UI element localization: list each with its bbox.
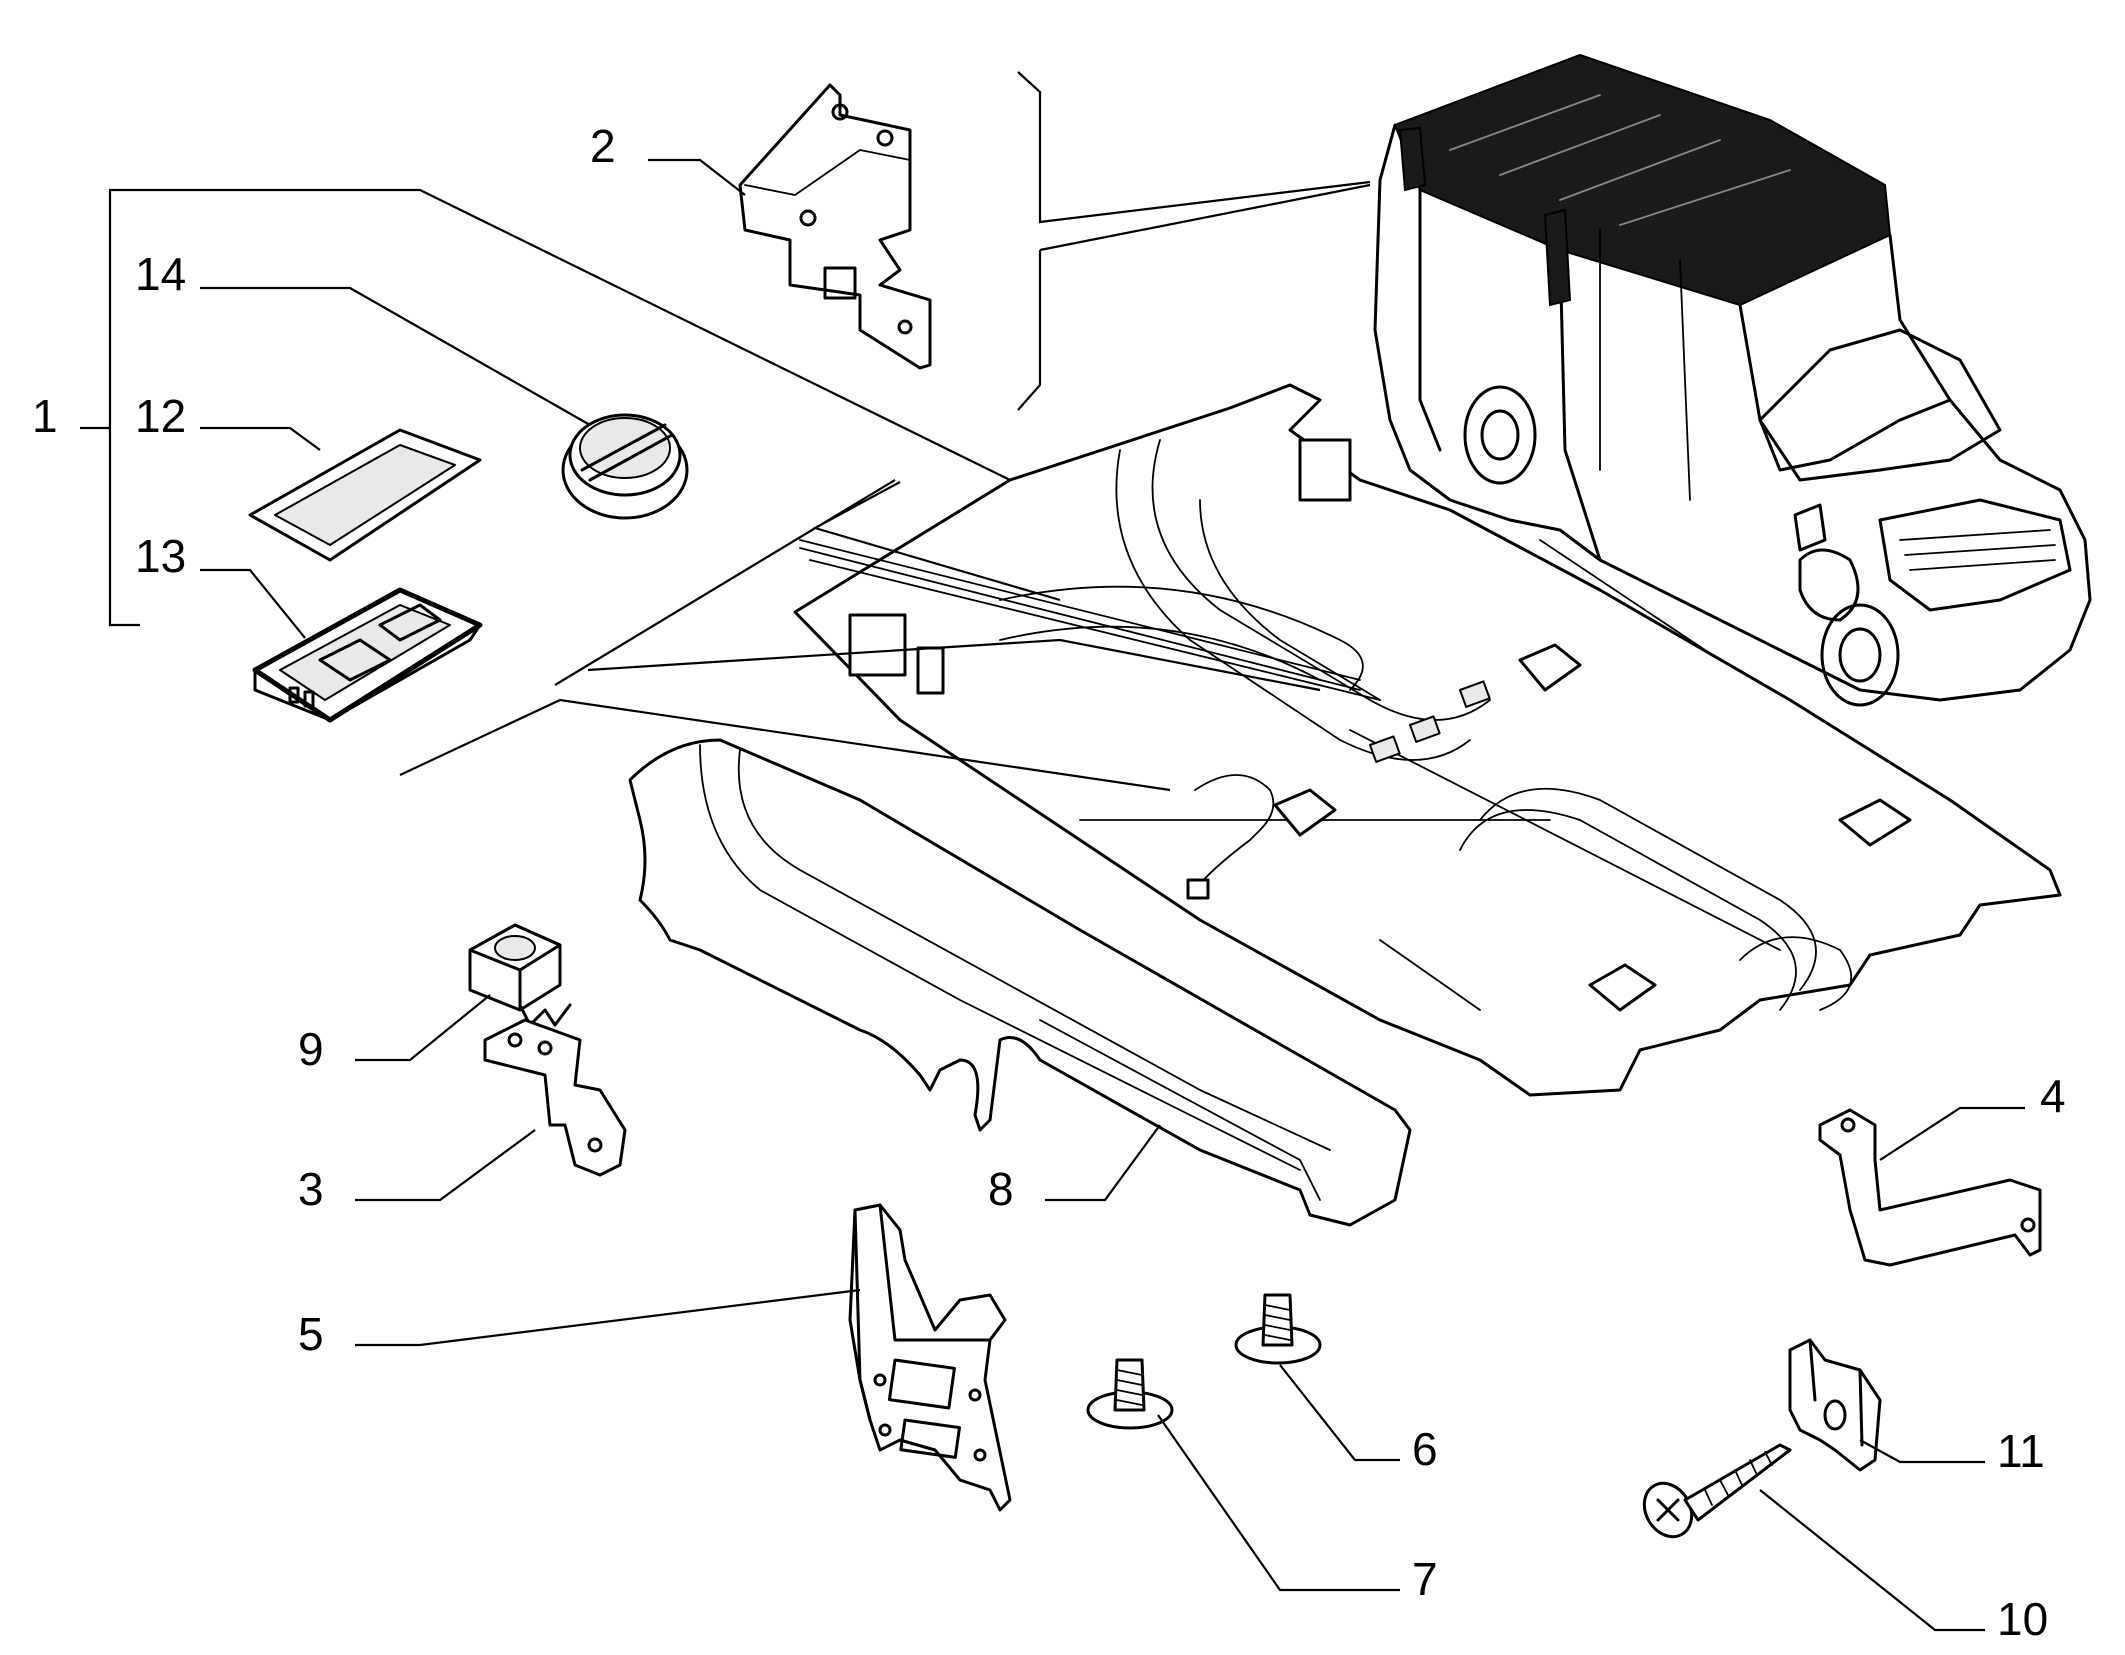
callout-7: 7 [1412,1553,1438,1605]
part-4-bracket [1818,1108,2042,1267]
callout-10: 10 [1997,1593,2048,1645]
part-6-screw [1234,1293,1322,1365]
callout-11: 11 [1997,1425,2045,1477]
leader-lines [80,158,2025,1632]
floor-panel [793,383,2062,1097]
floor-leader-lines [140,188,1321,792]
callout-13: 13 [135,530,186,582]
callout-9: 9 [298,1023,324,1075]
part-2-bracket [738,83,932,370]
callout-3: 3 [298,1163,324,1215]
callout-6: 6 [1412,1423,1438,1475]
part-13-frame [252,587,483,723]
part-7-screw [1086,1358,1174,1430]
van-illustration [1373,53,2092,707]
part-8-tunnel-cover [628,738,1412,1227]
callout-12: 12 [135,390,186,442]
part-9-clip [468,923,572,1027]
callout-4: 4 [2040,1070,2066,1122]
part-12-gasket [248,428,482,562]
part-10-screw [1642,1443,1792,1539]
callout-labels: 1 2 14 12 13 9 3 5 8 4 6 7 11 10 [32,120,2066,1645]
part-14-round-cap [561,413,689,520]
part-3-bracket [483,1018,627,1177]
callout-5: 5 [298,1308,324,1360]
van-pointer-lines [1017,71,1371,411]
callout-1: 1 [32,390,58,442]
callout-8: 8 [988,1163,1014,1215]
callout-14: 14 [135,248,186,300]
part-11-clip-nut [1788,1338,1882,1472]
callout-2: 2 [590,120,616,172]
part-5-plate-bracket [848,1203,1012,1512]
